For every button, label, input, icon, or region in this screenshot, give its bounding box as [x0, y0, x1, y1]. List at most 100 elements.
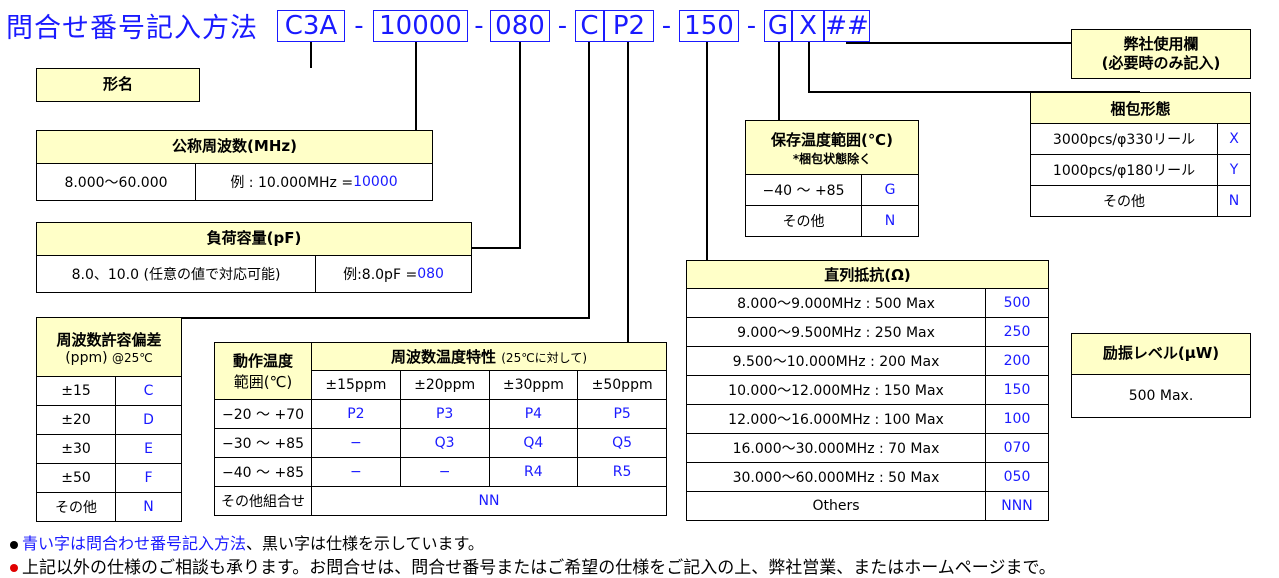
- temp-char-col: ±20ppm: [399, 370, 490, 400]
- temp-code: −: [311, 428, 401, 458]
- tolerance-value: ±50: [36, 463, 116, 493]
- temp-code: R5: [577, 457, 667, 487]
- code-dash: -: [746, 11, 757, 41]
- storage-range: その他: [745, 205, 862, 237]
- connector: [627, 42, 629, 342]
- code-package: X: [792, 10, 824, 42]
- code-frequency: 10000: [373, 10, 468, 42]
- temp-range-header-line1: 動作温度: [232, 352, 293, 370]
- code-storage: G: [764, 10, 792, 42]
- esr-spec: 16.000〜30.000MHz : 70 Max: [686, 433, 986, 463]
- tolerance-header-unit: (ppm) @25℃: [37, 350, 181, 366]
- package-code: X: [1217, 123, 1251, 155]
- tolerance-value: ±20: [36, 405, 116, 435]
- temp-code: P5: [577, 399, 667, 429]
- load-example-code: 080: [417, 266, 444, 282]
- package-code: Y: [1217, 154, 1251, 186]
- package-option: 1000pcs/φ180リール: [1030, 154, 1218, 186]
- temp-char-header-title: 周波数温度特性: [391, 348, 497, 366]
- esr-code: 050: [985, 462, 1049, 492]
- temp-other-code: NN: [311, 486, 667, 516]
- esr-spec: 10.000〜12.000MHz : 150 Max: [686, 375, 986, 405]
- temp-code: −: [399, 457, 490, 487]
- tolerance-unit: (ppm): [65, 349, 108, 366]
- company-use-title: 弊社使用欄: [1123, 34, 1199, 53]
- frequency-header: 公称周波数(MHz): [36, 130, 433, 164]
- tolerance-code: E: [115, 434, 182, 464]
- temp-char-col: ±50ppm: [577, 370, 667, 400]
- tolerance-code: C: [115, 376, 182, 406]
- connector: [846, 42, 1071, 44]
- connector: [778, 42, 780, 120]
- code-dash: -: [474, 11, 484, 41]
- storage-code: N: [861, 205, 919, 237]
- code-load: 080: [490, 10, 550, 42]
- frequency-example-label: 例 : 10.000MHz =: [230, 175, 354, 191]
- tolerance-code: F: [115, 463, 182, 493]
- tolerance-value: その他: [36, 492, 116, 522]
- esr-code: NNN: [985, 491, 1049, 521]
- esr-code: 250: [985, 317, 1049, 347]
- connector: [415, 42, 417, 130]
- bullet-icon: [10, 540, 18, 549]
- temp-range-header: 動作温度 範囲(℃): [214, 342, 312, 400]
- temp-code: Q3: [399, 428, 490, 458]
- code-dash: -: [354, 11, 364, 41]
- tolerance-code: D: [115, 405, 182, 435]
- tolerance-code: N: [115, 492, 182, 522]
- tolerance-value: ±15: [36, 376, 116, 406]
- code-model: C3A: [277, 10, 345, 42]
- load-header: 負荷容量(pF): [36, 222, 472, 256]
- temp-range: −40 〜 +85: [214, 457, 312, 487]
- temp-char-header: 周波数温度特性 (25℃に対して): [311, 342, 667, 371]
- code-temp-char: P2: [604, 10, 654, 42]
- esr-spec: 30.000〜60.000MHz : 50 Max: [686, 462, 986, 492]
- storage-code: G: [861, 174, 919, 206]
- code-dash: -: [661, 11, 672, 41]
- esr-spec: Others: [686, 491, 986, 521]
- temp-code: P2: [311, 399, 401, 429]
- temp-char-header-sub: (25℃に対して): [501, 351, 587, 365]
- package-option: その他: [1030, 185, 1218, 217]
- esr-code: 500: [985, 288, 1049, 318]
- bullet-icon: [10, 564, 18, 572]
- temp-range: −20 〜 +70: [214, 399, 312, 429]
- connector: [472, 247, 521, 249]
- frequency-range: 8.000〜60.000: [36, 163, 196, 201]
- company-use-box: 弊社使用欄 (必要時のみ記入): [1071, 29, 1251, 79]
- model-name-label: 形名: [36, 68, 200, 102]
- package-code: N: [1217, 185, 1251, 217]
- temp-code: Q4: [488, 428, 579, 458]
- tolerance-ref-temp: @25℃: [112, 350, 153, 365]
- drive-level-header: 励振レベル(μW): [1071, 333, 1251, 375]
- frequency-example-code: 10000: [353, 174, 398, 190]
- temp-range: −30 〜 +85: [214, 428, 312, 458]
- tolerance-value: ±30: [36, 434, 116, 464]
- esr-spec: 12.000〜16.000MHz : 100 Max: [686, 404, 986, 434]
- esr-spec: 9.500〜10.000MHz : 200 Max: [686, 346, 986, 376]
- package-header: 梱包形態: [1030, 92, 1251, 124]
- temp-code: P3: [399, 399, 490, 429]
- note-1-black: 、黒い字は仕様を示しています。: [246, 534, 484, 553]
- note-1-blue: 青い字は問合わせ番号記入方法: [22, 534, 247, 553]
- note-2-text: 上記以外の仕様のご相談も承ります。お問合せは、問合せ番号またはご希望の仕様をご記…: [22, 558, 1056, 578]
- esr-code: 200: [985, 346, 1049, 376]
- temp-char-col: ±15ppm: [311, 370, 401, 400]
- frequency-example: 例 : 10.000MHz = 10000: [195, 163, 433, 201]
- temp-char-col: ±30ppm: [488, 370, 579, 400]
- storage-header-note: *梱包状態除く: [792, 151, 872, 166]
- tolerance-header: 周波数許容偏差 (ppm) @25℃: [36, 317, 182, 377]
- esr-code: 070: [985, 433, 1049, 463]
- load-range: 8.0、10.0 (任意の値で対応可能): [36, 255, 316, 293]
- code-esr: 150: [679, 10, 739, 42]
- connector: [808, 91, 1140, 93]
- connector: [588, 42, 590, 318]
- temp-code: −: [311, 457, 401, 487]
- connector: [808, 42, 810, 92]
- temp-range-header-line2: 範囲(℃): [233, 373, 293, 391]
- esr-header: 直列抵抗(Ω): [686, 260, 1049, 289]
